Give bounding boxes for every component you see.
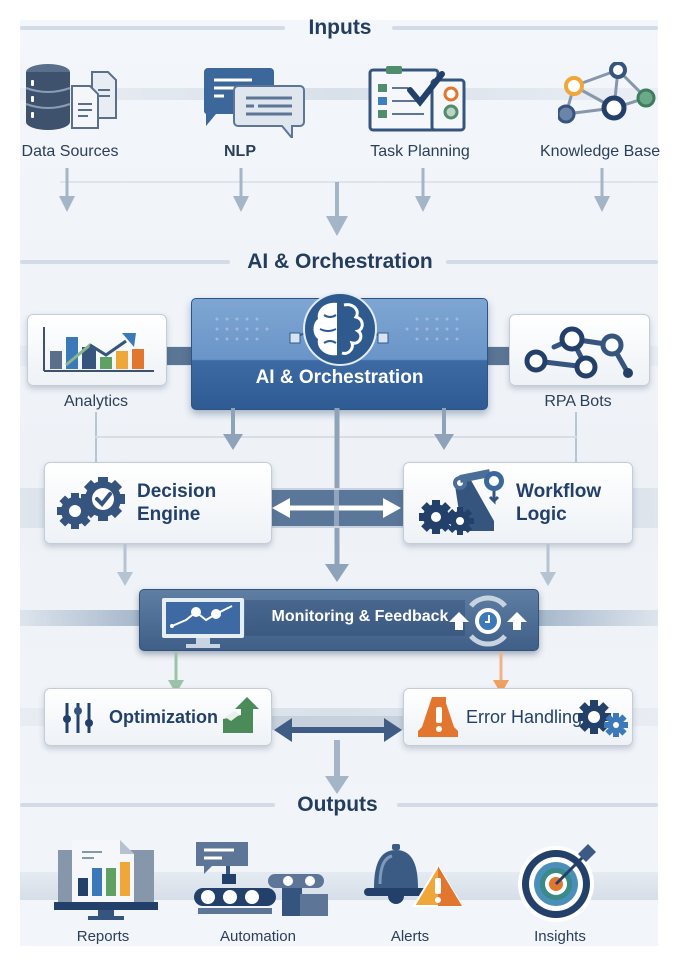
- section-title-orchestration: AI & Orchestration: [247, 250, 433, 273]
- input-label-nlp: NLP: [224, 143, 256, 160]
- analytics-module[interactable]: [27, 314, 167, 386]
- output-label-alerts: Alerts: [390, 928, 430, 945]
- report-monitor-icon: [54, 840, 158, 920]
- rpa-bots-module[interactable]: [509, 314, 650, 386]
- network-graph-icon: [558, 62, 656, 124]
- workflow-logic-module[interactable]: Workflow Logic: [403, 462, 633, 544]
- monitoring-title: Monitoring & Feedback: [271, 608, 449, 625]
- divider: [20, 260, 230, 264]
- engine-arrows: [117, 544, 556, 586]
- conveyor-robot-icon: [194, 842, 328, 916]
- workflow-logic-line1: Workflow: [516, 481, 602, 502]
- input-label-knowledge-base: Knowledge Base: [540, 143, 661, 160]
- decision-engine-line2: Engine: [137, 504, 201, 525]
- error-handling-label: Error Handling: [466, 707, 583, 727]
- section-title-outputs: Outputs: [297, 793, 378, 816]
- gears-check-icon: [57, 477, 125, 529]
- output-arrow: [325, 740, 349, 794]
- divider: [20, 26, 285, 30]
- title-strip: [245, 600, 465, 636]
- core-orchestration-box[interactable]: AI & Orchestration: [191, 292, 488, 410]
- bar-chart-icon: [43, 327, 154, 372]
- monitor-chart-icon: [162, 598, 244, 648]
- controls-bidirectional-arrow: [270, 716, 406, 742]
- input-label-data-sources: Data Sources: [21, 143, 119, 160]
- divider: [392, 26, 658, 30]
- divider: [20, 803, 275, 807]
- checklist-icon: [368, 66, 466, 132]
- divider: [397, 803, 658, 807]
- optimization-label: Optimization: [109, 707, 218, 727]
- connector: [166, 347, 192, 365]
- decision-engine-module[interactable]: Decision Engine: [44, 462, 272, 544]
- robot-arm-icon: [524, 326, 633, 379]
- gears-icon: [578, 700, 628, 737]
- decision-engine-line1: Decision: [137, 481, 217, 502]
- chat-bubbles-icon: [203, 68, 305, 138]
- input-band: [20, 88, 658, 100]
- monitoring-feedback-box[interactable]: Monitoring & Feedback: [139, 589, 539, 651]
- core-arrows: [223, 408, 454, 582]
- dot-pattern: [215, 317, 459, 344]
- brain-icon: [303, 292, 377, 366]
- output-label-reports: Reports: [76, 928, 130, 945]
- core-title: AI & Orchestration: [255, 367, 424, 388]
- optimization-module[interactable]: Optimization: [44, 688, 272, 746]
- output-label-insights: Insights: [534, 928, 586, 945]
- target-icon: [518, 844, 596, 922]
- workflow-logic-line2: Logic: [516, 504, 567, 525]
- module-label-rpa-bots: RPA Bots: [544, 393, 612, 410]
- output-label-automation: Automation: [220, 928, 296, 945]
- bell-warning-icon: [364, 844, 464, 907]
- robot-arm-gears-icon: [419, 469, 504, 535]
- input-collector-line: [60, 181, 658, 183]
- input-label-task-planning: Task Planning: [370, 143, 470, 160]
- growth-arrow-icon: [223, 697, 259, 733]
- divider: [446, 260, 658, 264]
- database-documents-icon: [25, 64, 117, 130]
- feedback-arrows: [168, 652, 509, 694]
- warning-icon: [418, 697, 458, 737]
- sliders-icon: [63, 703, 93, 733]
- section-title-inputs: Inputs: [308, 16, 372, 39]
- refresh-clock-icon: [449, 595, 527, 647]
- module-label-analytics: Analytics: [63, 393, 129, 410]
- error-handling-module[interactable]: Error Handling: [403, 688, 633, 746]
- connector: [486, 347, 510, 365]
- bidirectional-arrow: [272, 490, 401, 526]
- input-arrows: [59, 168, 610, 236]
